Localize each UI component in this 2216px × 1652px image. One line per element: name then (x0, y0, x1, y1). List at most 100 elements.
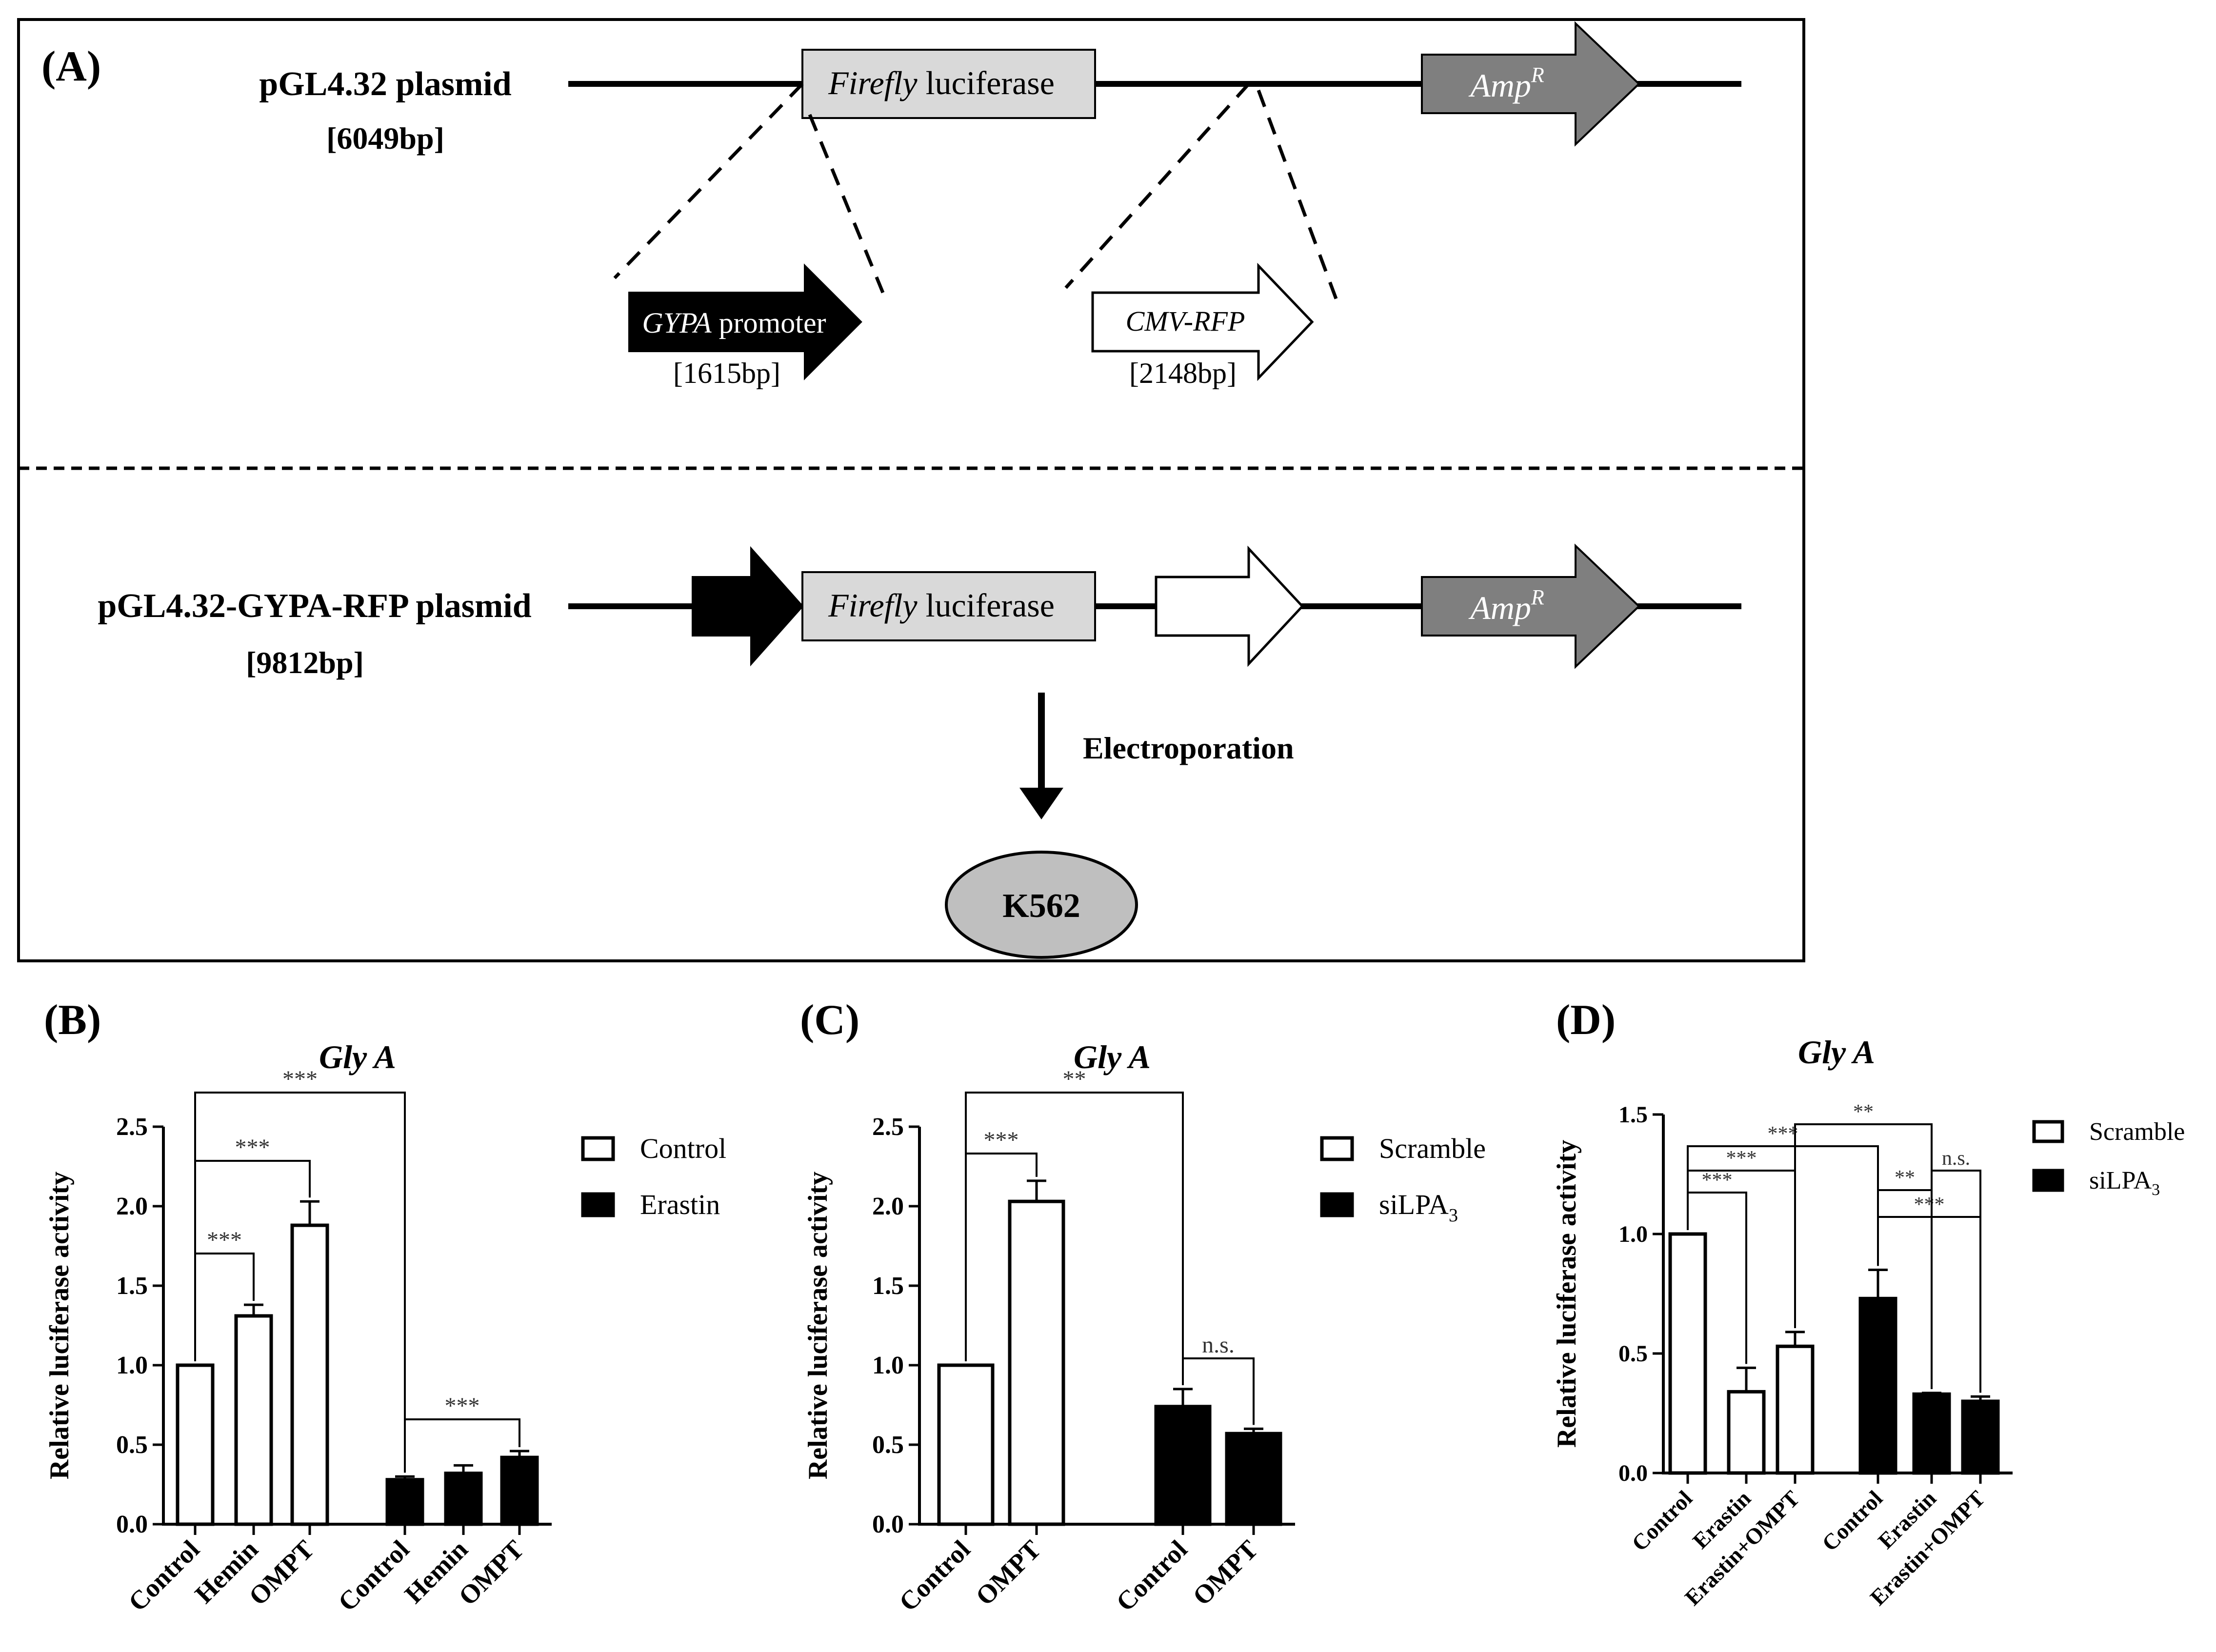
legend-label: siLPA3 (2089, 1167, 2160, 1199)
significance-bracket (1931, 1170, 1981, 1393)
y-tick-label: 2.5 (116, 1113, 148, 1141)
bar (1727, 1390, 1766, 1475)
cmv-rfp-arrow (1091, 262, 1314, 381)
y-tick-label: 1.5 (1618, 1102, 1648, 1128)
legend-swatch (2032, 1120, 2064, 1143)
plasmid-bottom-name: pGL4.32-GYPA-RFP plasmid (98, 587, 531, 625)
x-category-label: OMPT (453, 1534, 530, 1611)
significance-label: *** (1914, 1194, 1945, 1216)
ampr-label-bottom: AmpR (1468, 585, 1544, 626)
legend-label: siLPA3 (1379, 1189, 1458, 1226)
panel-b-label: (B) (44, 996, 101, 1044)
y-axis-title: Relative luciferase activity (803, 1172, 833, 1479)
legend-label: Control (640, 1133, 726, 1164)
significance-label: *** (1702, 1169, 1733, 1192)
bar (234, 1314, 273, 1526)
significance-label: n.s. (1202, 1332, 1235, 1358)
x-category-label: Control (122, 1534, 205, 1617)
k562-cell (945, 851, 1138, 959)
x-category-label: Control (332, 1534, 415, 1617)
significance-label: *** (1768, 1123, 1798, 1145)
legend-label: Erastin (640, 1189, 720, 1220)
bar (937, 1363, 995, 1526)
significance-label: ** (1853, 1101, 1874, 1123)
electroporation-arrowhead (1019, 788, 1063, 819)
legend-swatch (1320, 1136, 1354, 1161)
significance-label: ** (1895, 1167, 1915, 1189)
significance-bracket (1182, 1357, 1255, 1425)
bar (1668, 1232, 1707, 1475)
gypa-promoter-size: [1615bp] (673, 357, 780, 389)
y-tick-label: 0.0 (116, 1511, 148, 1538)
legend-label: Scramble (2089, 1118, 2185, 1146)
bar (290, 1223, 329, 1526)
y-tick-label: 0.0 (872, 1511, 904, 1538)
cmv-rfp-size: [2148bp] (1129, 357, 1237, 389)
y-tick-label: 1.5 (872, 1272, 904, 1300)
legend-swatch (581, 1136, 615, 1161)
panel-b-title: Gly A (319, 1038, 396, 1075)
legend-swatch (581, 1192, 615, 1217)
bar (1858, 1296, 1897, 1475)
electroporation-label: Electroporation (1083, 731, 1294, 765)
y-axis-title: Relative luciferase activity (44, 1172, 75, 1479)
significance-label: *** (282, 1066, 318, 1092)
significance-label: *** (235, 1135, 270, 1160)
panel-d-title: Gly A (1798, 1034, 1875, 1071)
y-tick-label: 1.0 (1618, 1221, 1648, 1247)
luciferase-label-bottom: Firefly luciferase (828, 587, 1055, 624)
x-category-label: Control (1110, 1534, 1193, 1617)
luciferase-box-top (801, 49, 1096, 119)
ampr-label-top: AmpR (1468, 63, 1544, 104)
legend-swatch (2032, 1169, 2064, 1192)
insert-line-gypa-left (613, 82, 804, 279)
panel-a: (A) pGL4.32 plasmid [6049bp] Firefly luc… (17, 18, 1805, 962)
significance-label: *** (1726, 1147, 1757, 1170)
y-tick-label: 0.5 (116, 1431, 148, 1459)
bar (500, 1455, 539, 1526)
insert-line-gypa-right (808, 114, 885, 294)
gypa-arrow-bottom (692, 546, 804, 667)
y-tick-label: 2.0 (116, 1193, 148, 1220)
significance-label: *** (984, 1127, 1019, 1153)
significance-label: n.s. (1942, 1147, 1970, 1170)
panel-c-label: (C) (800, 996, 859, 1044)
insert-line-cmv-right (1257, 89, 1338, 301)
panel-a-label: (A) (41, 43, 101, 90)
bar (444, 1472, 483, 1526)
y-tick-label: 0.0 (1618, 1460, 1648, 1486)
legend-label-subscript: 3 (1449, 1205, 1458, 1226)
y-tick-label: 1.0 (872, 1352, 904, 1379)
legend-label-subscript: 3 (2152, 1181, 2160, 1199)
x-category-label: OMPT (243, 1534, 320, 1611)
bar (1961, 1399, 2000, 1475)
bar (176, 1363, 215, 1526)
y-axis-title: Relative luciferase activity (1552, 1140, 1582, 1448)
plasmid-bottom-size: [9812bp] (246, 645, 364, 680)
significance-bracket (194, 1092, 406, 1473)
panel-a-frame (17, 18, 1805, 962)
bar (1776, 1344, 1815, 1475)
insert-line-cmv-left (1064, 82, 1250, 289)
bar (1912, 1392, 1951, 1475)
y-tick-label: 1.0 (116, 1352, 148, 1379)
ampr-arrow-bottom (1421, 543, 1640, 669)
panel-c-title: Gly A (1074, 1038, 1151, 1075)
bar (1154, 1405, 1212, 1526)
plasmid-top-name: pGL4.32 plasmid (259, 65, 511, 103)
significance-label: *** (207, 1227, 242, 1253)
y-tick-label: 2.0 (872, 1193, 904, 1220)
k562-label: K562 (1002, 887, 1080, 925)
bar (385, 1478, 424, 1526)
significance-label: *** (445, 1393, 480, 1419)
ampr-arrow-top (1421, 21, 1640, 147)
luciferase-box-bottom (801, 571, 1096, 641)
y-tick-label: 0.5 (872, 1431, 904, 1459)
rfp-arrow-bottom (1155, 545, 1304, 667)
significance-bracket (965, 1092, 1184, 1385)
